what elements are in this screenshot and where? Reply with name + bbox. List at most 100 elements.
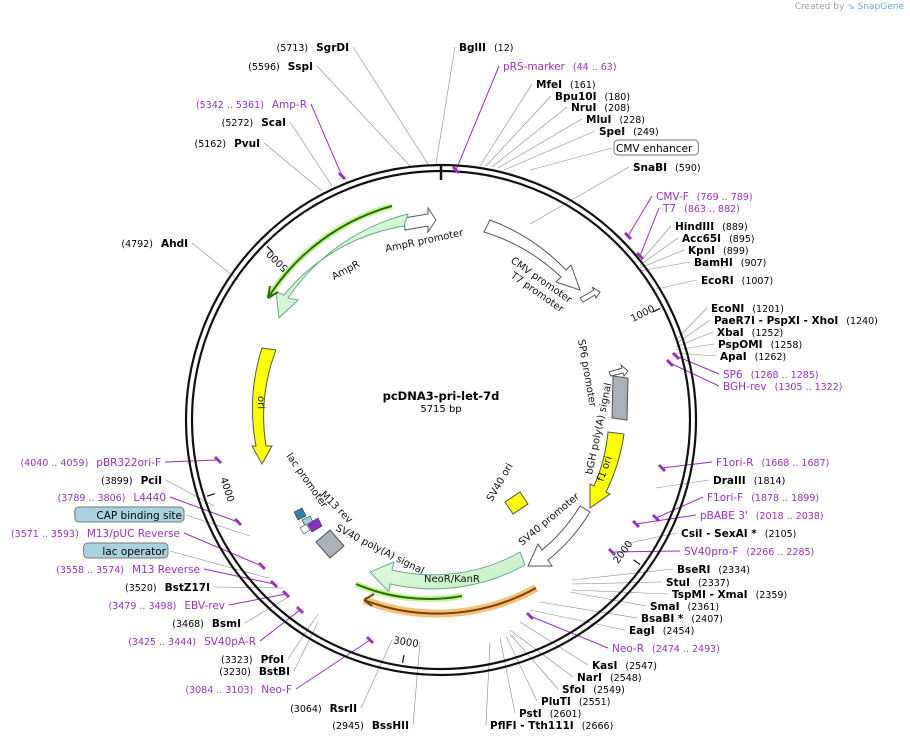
feature-ori-arrow[interactable] [251, 347, 277, 466]
primer-label[interactable]: F1ori-R(1668 .. 1687) [716, 457, 829, 469]
primer-label[interactable]: (3084 .. 3103)Neo-F [185, 684, 292, 696]
enzyme-label[interactable]: EcoNI(1201) [711, 303, 784, 315]
enzyme-label[interactable]: HindIII(889) [675, 221, 748, 233]
primer-label[interactable]: (5342 .. 5361)Amp-R [196, 99, 307, 111]
site-name: Acc65I [682, 233, 721, 245]
enzyme-label[interactable]: SnaBI(590) [633, 162, 701, 174]
feature-label-ori: ori [255, 396, 266, 409]
enzyme-label[interactable]: EagI(2454) [629, 625, 694, 637]
primer-label[interactable]: (3789 .. 3806)L4440 [58, 492, 166, 504]
enzyme-label[interactable]: MluI(228) [586, 114, 645, 126]
feature-box-label[interactable]: CMV enhancer [616, 143, 693, 155]
primer-label[interactable]: (3425 .. 3444)SV40pA-R [128, 636, 256, 648]
feature-neor-arrow[interactable] [369, 551, 526, 594]
enzyme-label[interactable]: PspOMI(1258) [718, 339, 802, 351]
enzyme-label[interactable]: BseRI(2334) [677, 564, 750, 576]
primer-site-mark [269, 579, 279, 589]
feature-cmv-promoter-arrow[interactable] [483, 219, 581, 291]
site-name: BstZ17I [165, 582, 210, 594]
primer-label[interactable]: (3571 .. 3593)M13/pUC Reverse [11, 528, 180, 540]
site-position: (3520) [125, 583, 157, 594]
primer-label[interactable]: Neo-R(2474 .. 2493) [612, 643, 720, 655]
enzyme-label[interactable]: (3468)BsmI [172, 618, 241, 630]
enzyme-label[interactable]: SpeI(249) [599, 126, 659, 138]
enzyme-label[interactable]: (5596)SspI [248, 61, 313, 73]
primer-label[interactable]: pBABE 3'(2018 .. 2038) [700, 510, 824, 522]
enzyme-label[interactable]: (4792)AhdI [121, 238, 188, 250]
primer-label[interactable]: BGH-rev(1305 .. 1322) [723, 381, 842, 393]
primer-label[interactable]: T7(863 .. 882) [662, 203, 740, 215]
primer-label[interactable]: SP6(1268 .. 1285) [723, 369, 819, 381]
primer-site-mark [651, 513, 661, 523]
enzyme-label[interactable]: DraIII(1814) [713, 475, 785, 487]
enzyme-label[interactable]: Acc65I(895) [682, 233, 755, 245]
enzyme-label[interactable]: PluTI(2551) [541, 696, 610, 708]
primer-label[interactable]: (4040 .. 4059)pBR322ori-F [20, 457, 161, 469]
scale-tick-label: 2000 [612, 539, 636, 566]
site-position: (2945) [332, 721, 364, 732]
enzyme-label[interactable]: EcoRI(1007) [701, 275, 773, 287]
leader-line [639, 249, 685, 269]
enzyme-label[interactable]: Bpu10I(180) [555, 91, 630, 103]
enzyme-label[interactable]: (5713)SgrDI [277, 42, 349, 54]
site-position: (1814) [754, 476, 786, 487]
enzyme-label[interactable]: (5272)ScaI [222, 117, 286, 129]
primer-label[interactable]: CMV-F(769 .. 789) [656, 191, 753, 203]
feature-t7-promoter-arrow[interactable] [579, 286, 601, 303]
enzyme-label[interactable]: StuI(2337) [666, 577, 730, 589]
enzyme-label[interactable]: PstI(2601) [519, 708, 581, 720]
feature-sv40-promoter-arrow[interactable] [527, 505, 591, 567]
primer-label[interactable]: SV40pro-F(2266 .. 2285) [684, 546, 814, 558]
enzyme-label[interactable]: SfoI(2549) [562, 684, 625, 696]
feature-bgh-polya[interactable] [611, 375, 629, 421]
enzyme-label[interactable]: BglII(12) [459, 42, 513, 54]
enzyme-label[interactable]: PaeR7I - PspXI - XhoI(1240) [714, 315, 878, 327]
enzyme-label[interactable]: SmaI(2361) [650, 601, 719, 613]
enzyme-label[interactable]: ApaI(1262) [720, 351, 786, 363]
primer-label[interactable]: (3479 .. 3498)EBV-rev [109, 600, 226, 612]
feature-cap-site[interactable] [293, 507, 307, 521]
site-position: (3558 .. 3574) [56, 565, 124, 576]
feature-box-label[interactable]: CAP binding site [96, 510, 182, 522]
enzyme-label[interactable]: (3899)PciI [101, 475, 162, 487]
site-name: M13 Reverse [132, 564, 200, 576]
enzyme-label[interactable]: (3230)BstBI [219, 666, 290, 678]
feature-box-label[interactable]: lac operator [102, 546, 166, 558]
enzyme-label[interactable]: (2945)BssHII [332, 720, 409, 732]
enzyme-label[interactable]: BsaBI *(2407) [641, 613, 723, 625]
feature-ampr-arrow[interactable] [275, 213, 409, 320]
leader-line [497, 118, 583, 169]
enzyme-label[interactable]: KpnI(899) [688, 245, 749, 257]
feature-lac-promoter[interactable] [299, 523, 311, 535]
feature-label-neor: NeoR/KanR [424, 574, 480, 585]
enzyme-label[interactable]: MfeI(161) [536, 79, 596, 91]
leader-line [485, 641, 491, 726]
leader-line [352, 46, 429, 165]
enzyme-label[interactable]: CsiI - SexAI *(2105) [681, 528, 796, 540]
enzyme-label[interactable]: (3064)RsrII [290, 703, 357, 715]
enzyme-label[interactable]: NruI(208) [571, 102, 630, 114]
primer-label[interactable]: (3558 .. 3574) M13 Reverse [56, 564, 200, 576]
enzyme-label[interactable]: (5162)PvuI [194, 138, 260, 150]
primer-label[interactable]: pRS-marker(44 .. 63) [503, 61, 617, 73]
feature-sp6-promoter-arrow[interactable] [608, 363, 629, 378]
site-name: RsrII [330, 703, 357, 715]
feature-m13-rev[interactable] [307, 517, 323, 533]
leader-line [183, 532, 263, 567]
enzyme-label[interactable]: (3520) BstZ17I [125, 582, 210, 594]
enzyme-label[interactable]: XbaI(1252) [717, 327, 783, 339]
primer-label[interactable]: F1ori-F(1878 .. 1899) [707, 492, 819, 504]
enzyme-label[interactable]: PflFI - Tth111I(2666) [490, 720, 613, 732]
feature-amprpromoter-arrow[interactable] [403, 206, 437, 234]
enzyme-label[interactable]: (3323)PfoI [221, 654, 284, 666]
enzyme-label[interactable]: BamHI(907) [694, 257, 766, 269]
site-name: F1ori-R [716, 457, 753, 469]
feature-sv40-polya[interactable] [315, 529, 345, 559]
feature-f1-ori-arrow[interactable] [589, 431, 625, 509]
enzyme-label[interactable]: NarI(2548) [577, 672, 642, 684]
leader-line [479, 83, 533, 167]
feature-sv40-ori[interactable] [504, 491, 529, 515]
enzyme-label[interactable]: KasI(2547) [592, 660, 657, 672]
primer-site-mark [665, 358, 675, 368]
enzyme-label[interactable]: TspMI - XmaI(2359) [672, 589, 787, 601]
